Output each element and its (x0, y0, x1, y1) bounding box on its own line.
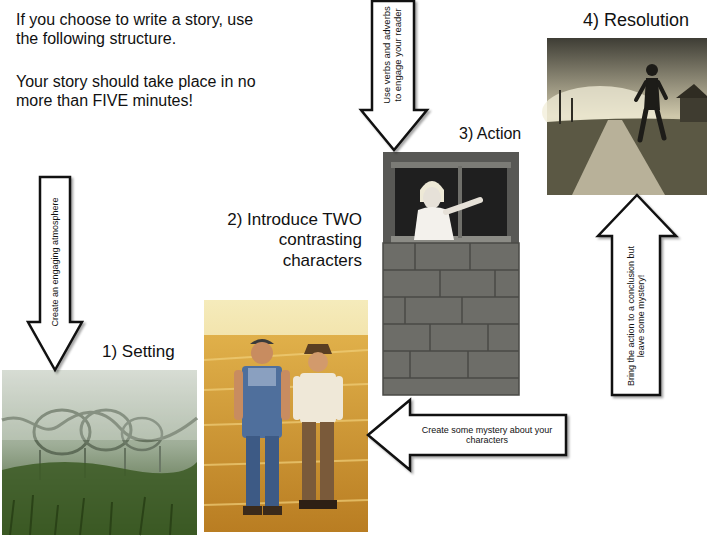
arrow-shape (598, 195, 676, 395)
down-block-arrow: Use verbs and adverbs to engage your rea… (360, 0, 428, 152)
characters-picture (204, 300, 368, 532)
action-picture (383, 152, 519, 395)
up-block-arrow: Bring the action to a conclusion but lea… (596, 193, 678, 397)
arrow-shape (368, 400, 566, 470)
down-block-arrow: Create an engaging atmosphere (26, 176, 84, 372)
arrow-text: Create some mystery about your character… (412, 417, 562, 453)
arrow-text: Create an engaging atmosphere (43, 182, 67, 342)
arrow-shape (361, 1, 427, 150)
arrow-text: Use verbs and adverbs to engage your rea… (376, 2, 410, 108)
stage-label: 3) Action (459, 124, 539, 143)
left-block-arrow: Create some mystery about your character… (366, 398, 568, 472)
setting-picture (2, 370, 197, 535)
resolution-picture (542, 38, 707, 195)
stage-label: 2) Introduce TWO contrasting characters (202, 210, 362, 271)
time-note: Your story should take place in no more … (16, 72, 266, 110)
stage-label: 4) Resolution (583, 10, 713, 32)
worksheet-title: If you choose to write a story, use the … (16, 10, 266, 48)
arrow-shape (28, 177, 82, 370)
arrow-text: Bring the action to a conclusion but lea… (614, 239, 658, 393)
stage-label: 1) Setting (102, 342, 202, 362)
